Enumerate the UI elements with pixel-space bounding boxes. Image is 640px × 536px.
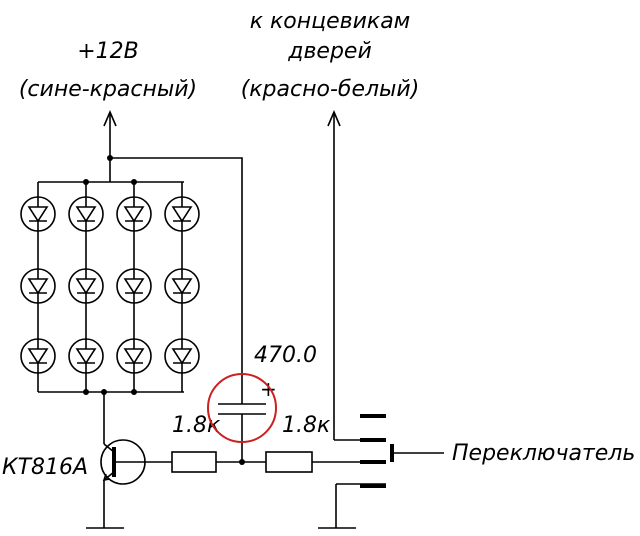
led-icon bbox=[164, 268, 200, 304]
junction-dot bbox=[131, 389, 137, 395]
junction-dot bbox=[83, 179, 89, 185]
led-icon bbox=[20, 338, 56, 374]
capacitor-label: 470.0 bbox=[254, 343, 317, 368]
led-icon bbox=[164, 196, 200, 232]
ground-right bbox=[318, 483, 386, 529]
door-label-line2: дверей bbox=[287, 39, 372, 64]
door-wire-label: (красно-белый) bbox=[241, 77, 420, 102]
switch-label: Переключатель bbox=[452, 441, 635, 466]
led-matrix bbox=[20, 158, 200, 395]
junction-dot bbox=[131, 179, 137, 185]
junction-dot bbox=[101, 389, 107, 395]
wire-to-capacitor bbox=[110, 157, 243, 390]
led-icon bbox=[20, 196, 56, 232]
power-voltage-label: +12В bbox=[77, 39, 139, 64]
door-arrow bbox=[327, 109, 386, 441]
power-wire-label: (сине-красный) bbox=[19, 77, 197, 102]
led-icon bbox=[164, 338, 200, 374]
capacitor bbox=[218, 390, 266, 462]
led-icon bbox=[68, 268, 104, 304]
junction-dot bbox=[83, 389, 89, 395]
led-icon bbox=[116, 338, 152, 374]
resistor-right-label: 1.8к bbox=[282, 413, 331, 438]
led-icon bbox=[116, 268, 152, 304]
led-icon bbox=[68, 338, 104, 374]
resistor-right bbox=[265, 451, 313, 473]
switch-symbol bbox=[360, 414, 444, 488]
led-icon bbox=[68, 196, 104, 232]
capacitor-highlight-circle bbox=[207, 373, 277, 443]
led-icon bbox=[20, 268, 56, 304]
power-arrow bbox=[103, 109, 117, 161]
led-icon bbox=[116, 196, 152, 232]
transistor-kt816a bbox=[86, 439, 146, 529]
door-label-line1: к концевикам bbox=[250, 9, 411, 34]
transistor-label: КТ816А bbox=[2, 455, 88, 480]
resistor-left bbox=[171, 451, 217, 473]
